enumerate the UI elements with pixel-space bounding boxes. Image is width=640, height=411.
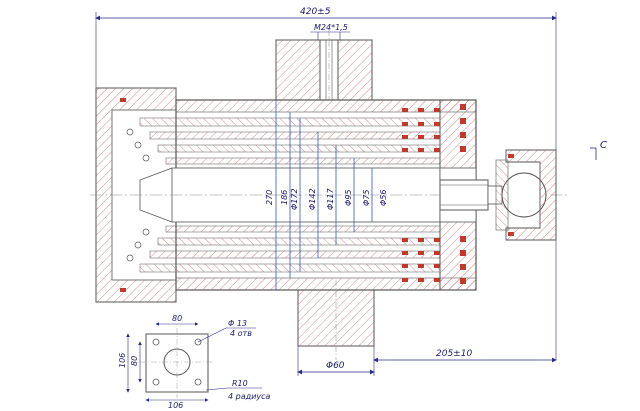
seal-rings	[120, 98, 514, 292]
dia-56-label: Φ56	[379, 190, 388, 206]
port-dia-label: Φ60	[326, 361, 345, 371]
flange-width-top: 80	[172, 314, 182, 323]
section-mark: C	[590, 140, 607, 160]
port-diameter-dimension: Φ60	[297, 346, 375, 376]
height-270-label: 270	[265, 190, 274, 205]
dia-95-label: Φ95	[344, 190, 353, 206]
dia-75-label: Φ75	[362, 190, 371, 206]
bottom-port-boss	[297, 280, 375, 360]
diameter-dimensions	[275, 100, 373, 290]
diameter-labels: 270 186 Φ172 Φ142 Φ117 Φ95 Φ75 Φ56	[265, 188, 388, 210]
dia-117-label: Φ117	[326, 188, 335, 210]
stage-end-circles	[126, 128, 150, 262]
dia-142-label: Φ142	[308, 188, 317, 210]
flange-height-outer: 106	[118, 353, 127, 368]
rod-end	[439, 149, 557, 241]
top-port-boss: M24*1,5	[275, 23, 373, 110]
height-186-label: 186	[280, 190, 289, 205]
flange-detail: 80 106 106 80 Φ 13 4 отв R10 4 радиуса	[118, 314, 270, 410]
thread-label: M24*1,5	[314, 23, 348, 32]
flange-height-inner: 80	[130, 356, 139, 366]
overall-length-label: 420±5	[300, 7, 331, 17]
flange-radius-count: 4 радиуса	[228, 392, 270, 401]
stroke-dimension: 205±10	[373, 349, 557, 363]
cylinder-body	[90, 87, 570, 303]
flange-radius: R10	[232, 379, 248, 388]
dia-172-label: Φ172	[290, 188, 299, 210]
flange-hole-count: 4 отв	[230, 329, 252, 338]
section-mark-label: C	[600, 140, 607, 151]
stroke-label: 205±10	[436, 349, 472, 359]
flange-width-bottom: 106	[168, 401, 183, 410]
flange-hole-dia: Φ 13	[228, 319, 247, 328]
